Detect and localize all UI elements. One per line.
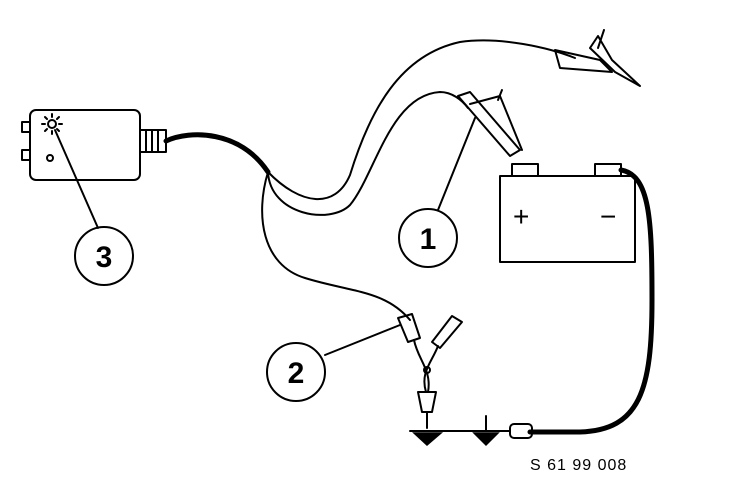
leader-line-3: [54, 129, 99, 229]
callout-1: 1: [398, 208, 458, 268]
ground-symbol-right: [471, 415, 501, 447]
positive-terminal-symbol: +: [513, 201, 529, 232]
indicator-lamp-icon: [41, 113, 63, 135]
callout-number-2: 2: [288, 357, 305, 390]
reference-code: S 61 99 008: [530, 457, 627, 474]
alligator-clamp-2: [397, 313, 463, 429]
negative-terminal-symbol: −: [600, 201, 616, 232]
wire-to-clamp-1: [267, 91, 469, 216]
callout-2: 2: [266, 342, 326, 402]
battery: + −: [499, 163, 636, 263]
tester-device: [21, 109, 167, 181]
callout-number-3: 3: [96, 241, 113, 274]
alligator-clamp-1: [457, 89, 523, 157]
leader-line-2: [324, 324, 401, 356]
wire-to-top-clamp: [267, 39, 576, 201]
wire-to-clamp-2: [261, 171, 411, 321]
device-cable: [163, 132, 271, 175]
ground-symbol-left: [409, 430, 446, 447]
top-alligator-clamp: [554, 29, 641, 87]
battery-ground-cable: [527, 167, 655, 435]
leader-line-1: [437, 117, 476, 211]
callout-number-1: 1: [420, 223, 437, 256]
callout-3: 3: [74, 226, 134, 286]
